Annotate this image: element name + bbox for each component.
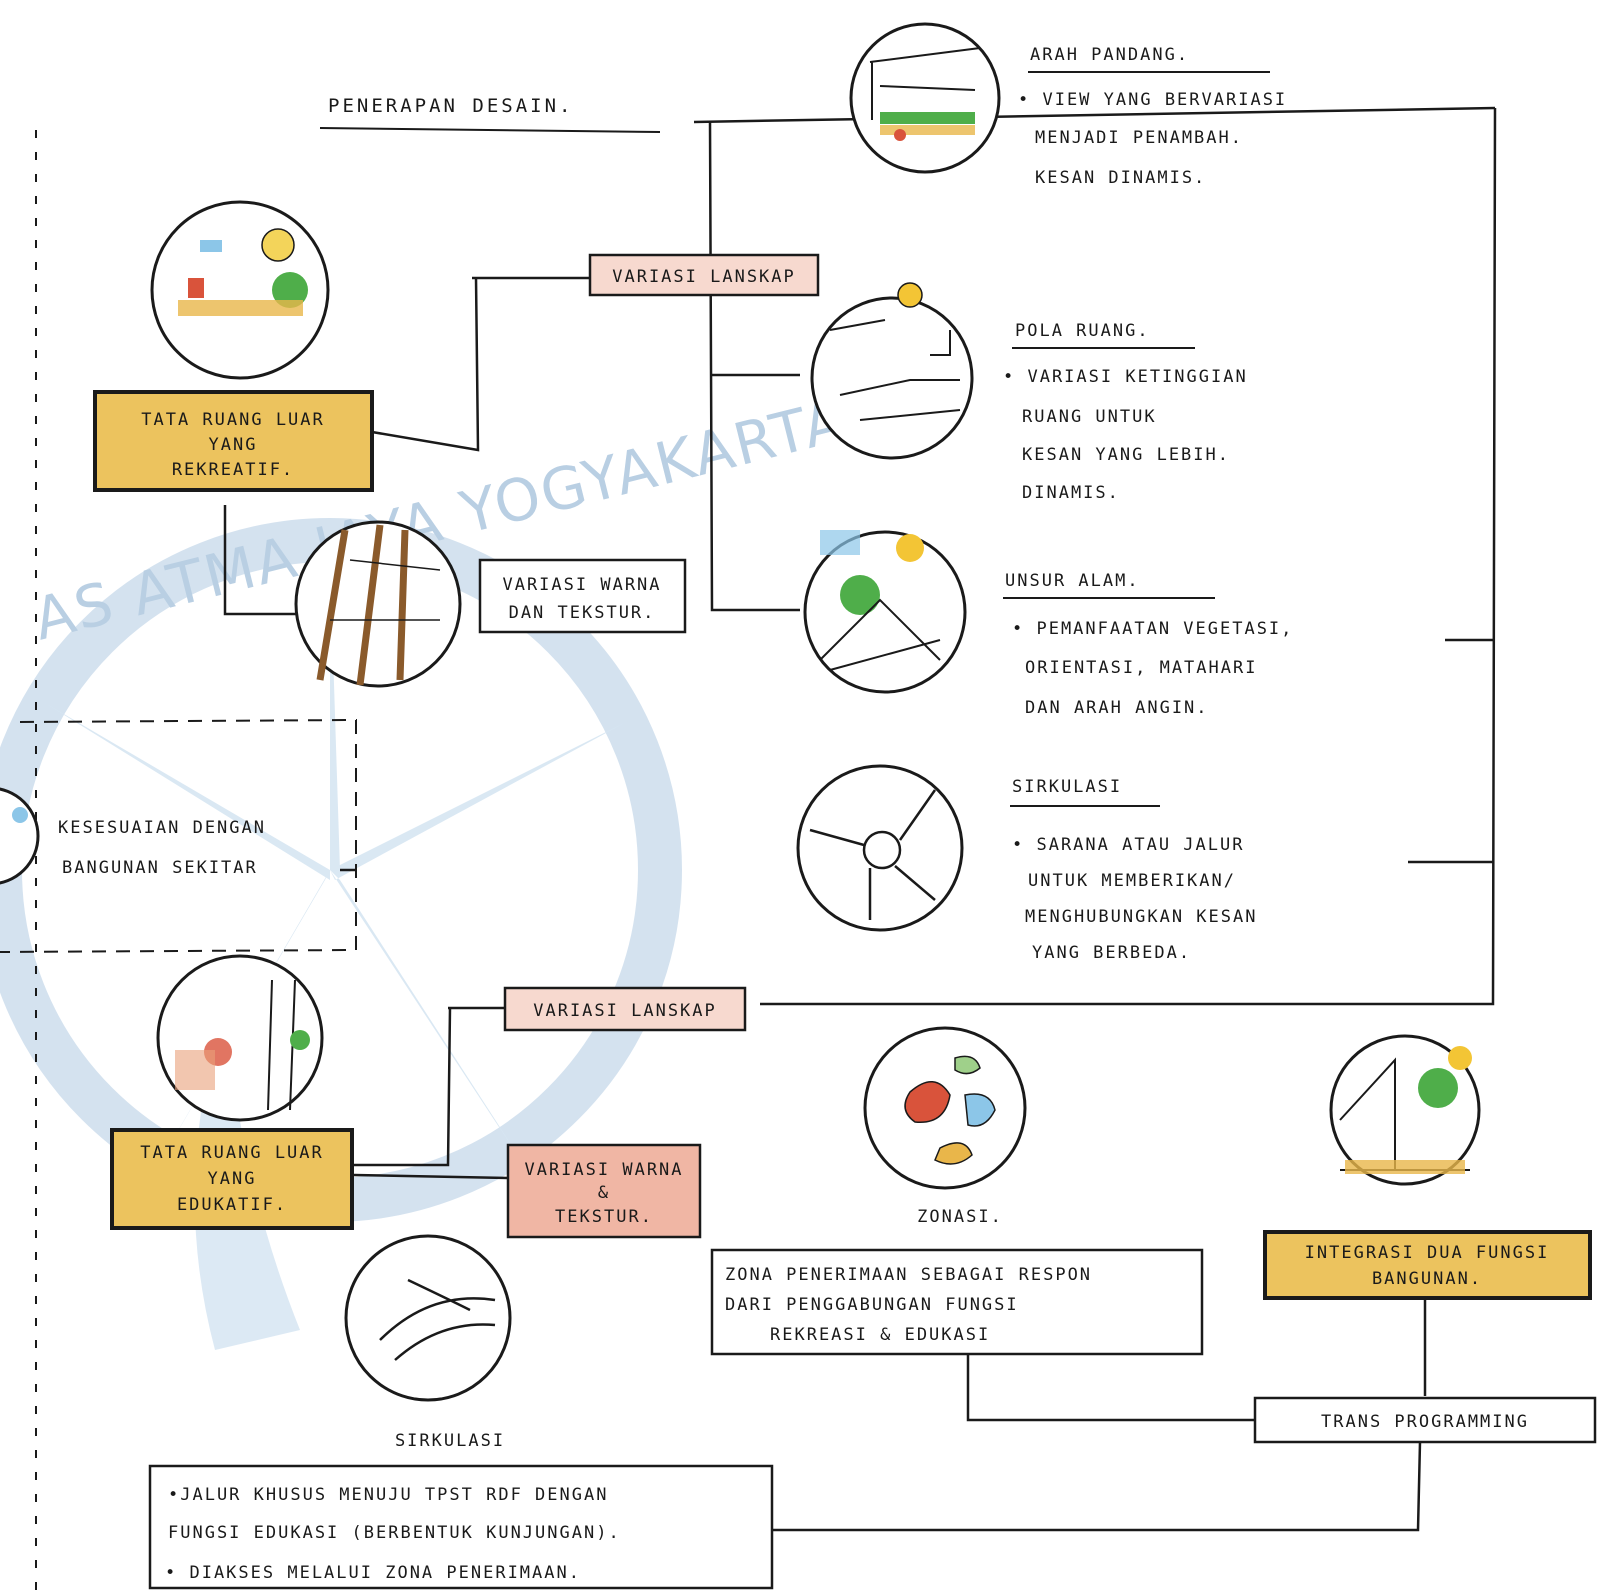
roundabout-sketch-icon (796, 764, 964, 932)
sirkulasi-line: •JALUR KHUSUS MENUJU TPST RDF DENGAN (168, 1485, 608, 1505)
point-line: KESAN DINAMIS. (1035, 168, 1206, 188)
box-variasi-lanskap-top: VARIASI LANSKAP (588, 253, 820, 297)
neighbor-sketch-icon (0, 787, 40, 885)
point-line: • SARANA ATAU JALUR (1012, 835, 1244, 855)
box-variasi-lanskap-bottom: VARIASI LANSKAP (503, 986, 747, 1032)
point-heading: ARAH PANDANG. (1030, 45, 1189, 65)
box-line: VARIASI LANSKAP (533, 1001, 717, 1021)
box-trans-programming: TRANS PROGRAMMING (1253, 1396, 1597, 1444)
point-line: ORIENTASI, MATAHARI (1025, 658, 1257, 678)
zonasi-line: DARI PENGGABUNGAN FUNGSI (725, 1295, 1019, 1315)
box-line: TATA RUANG LUAR (141, 410, 325, 430)
box-line: VARIASI LANSKAP (612, 267, 796, 287)
sirkulasi-line: FUNGSI EDUKASI (BERBENTUK KUNJUNGAN). (168, 1523, 621, 1543)
nature-sketch-icon (803, 530, 967, 694)
box-line: INTEGRASI DUA FUNGSI (1305, 1243, 1550, 1263)
point-line: YANG BERBEDA. (1032, 943, 1191, 963)
zonasi-heading: ZONASI. (917, 1207, 1003, 1227)
title-underline (319, 127, 661, 133)
box-line: EDUKATIF. (177, 1195, 287, 1215)
point-line: KESAN YANG LEBIH. (1022, 445, 1230, 465)
point-sirkulasi: SIRKULASI • SARANA ATAU JALUR UNTUK MEMB… (1010, 777, 1257, 963)
box-line: VARIASI WARNA (524, 1160, 683, 1180)
box-integrasi: INTEGRASI DUA FUNGSI BANGUNAN. (1263, 1230, 1592, 1300)
recreation-sketch-icon (150, 200, 330, 380)
box-line: BANGUNAN. (1372, 1269, 1482, 1289)
connector-lines (0, 106, 1497, 1596)
point-line: • PEMANFAATAN VEGETASI, (1012, 619, 1293, 639)
point-line: DAN ARAH ANGIN. (1025, 698, 1209, 718)
box-line: YANG (208, 1169, 257, 1189)
box-line: TATA RUANG LUAR (140, 1143, 324, 1163)
box-line: YANG (209, 435, 258, 455)
point-line: MENJADI PENAMBAH. (1035, 128, 1243, 148)
point-line: UNTUK MEMBERIKAN/ (1028, 871, 1236, 891)
point-unsur-alam: UNSUR ALAM. • PEMANFAATAN VEGETASI, ORIE… (1003, 571, 1293, 718)
point-line: • VIEW YANG BERVARIASI (1018, 90, 1287, 110)
sirkulasi-heading: SIRKULASI (395, 1431, 505, 1451)
diagram-title: PENERAPAN DESAIN. (328, 95, 573, 117)
box-line: REKREATIF. (172, 460, 294, 480)
sirkulasi-bottom-block: SIRKULASI •JALUR KHUSUS MENUJU TPST RDF … (148, 1431, 774, 1590)
integration-sketch-icon (1329, 1034, 1481, 1186)
point-heading: SIRKULASI (1012, 777, 1122, 797)
view-sketch-icon (849, 22, 1001, 174)
box-tata-ruang-rekreatif: TATA RUANG LUAR YANG REKREATIF. (93, 390, 374, 492)
zonasi-line: REKREASI & EDUKASI (770, 1325, 990, 1345)
box-variasi-warna-edukatif: VARIASI WARNA & TEKSTUR. (506, 1143, 702, 1239)
box-variasi-warna-rekreatif: VARIASI WARNA DAN TEKSTUR. (478, 558, 687, 634)
zonasi-line: ZONA PENERIMAAN SEBAGAI RESPON (725, 1265, 1092, 1285)
kesesuaian-line: KESESUAIAN DENGAN (58, 818, 266, 838)
point-heading: UNSUR ALAM. (1005, 571, 1140, 591)
point-line: • VARIASI KETINGGIAN (1003, 367, 1248, 387)
kesesuaian-text: KESESUAIAN DENGAN BANGUNAN SEKITAR (58, 818, 266, 878)
sirkulasi-line: • DIAKSES MELALUI ZONA PENERIMAAN. (165, 1563, 581, 1583)
point-line: RUANG UNTUK (1022, 407, 1157, 427)
box-line: & (598, 1183, 610, 1203)
box-line: DAN TEKSTUR. (509, 603, 656, 623)
point-line: DINAMIS. (1022, 483, 1120, 503)
space-pattern-sketch-icon (810, 282, 974, 460)
point-heading: POLA RUANG. (1015, 321, 1150, 341)
education-sketch-icon (156, 954, 324, 1122)
point-pola-ruang: POLA RUANG. • VARIASI KETINGGIAN RUANG U… (1003, 321, 1248, 503)
path-sketch-icon (344, 1234, 512, 1402)
box-line: TEKSTUR. (555, 1207, 653, 1227)
point-arah-pandang: ARAH PANDANG. • VIEW YANG BERVARIASI MEN… (1018, 45, 1287, 188)
zonasi-block: ZONASI. ZONA PENERIMAAN SEBAGAI RESPON D… (710, 1207, 1204, 1356)
box-line: VARIASI WARNA (502, 575, 661, 595)
zoning-sketch-icon (863, 1026, 1027, 1190)
box-line: TRANS PROGRAMMING (1321, 1412, 1529, 1432)
box-tata-ruang-edukatif: TATA RUANG LUAR YANG EDUKATIF. (110, 1128, 354, 1230)
point-line: MENGHUBUNGKAN KESAN (1025, 907, 1257, 927)
kesesuaian-line: BANGUNAN SEKITAR (62, 858, 258, 878)
texture-sketch-icon (294, 520, 462, 688)
